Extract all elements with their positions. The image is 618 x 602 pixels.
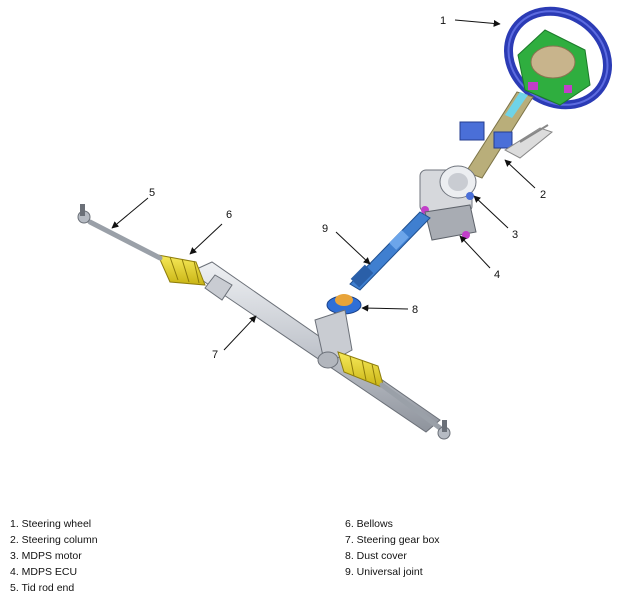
legend-item: 5. Tid rod end	[10, 582, 75, 594]
callout-number: 8	[412, 304, 418, 316]
bellows-left	[157, 254, 206, 286]
legend-item: 8. Dust cover	[345, 550, 407, 562]
legend-item: 6. Bellows	[345, 518, 393, 530]
legend-item: 7. Steering gear box	[345, 534, 440, 546]
callout-number: 9	[322, 223, 328, 235]
callout-number: 1	[440, 15, 446, 27]
callout-2: 2	[504, 159, 546, 201]
dust-cover	[326, 294, 362, 315]
legend-item: 1. Steering wheel	[10, 518, 92, 530]
callout-3: 3	[473, 195, 518, 241]
callout-8: 8	[361, 304, 418, 316]
callout-1: 1	[440, 15, 501, 27]
callout-4: 4	[459, 235, 500, 281]
legend-item: 4. MDPS ECU	[10, 566, 78, 578]
callout-number: 5	[149, 187, 155, 199]
callout-6: 6	[189, 209, 232, 255]
mdps-motor	[419, 165, 477, 214]
universal-joint	[349, 211, 431, 291]
steering-gear-box	[188, 261, 441, 433]
callout-number: 4	[494, 269, 500, 281]
steering-wheel	[503, 6, 613, 110]
steering-column	[459, 91, 554, 179]
tie-rod-left	[77, 204, 163, 261]
callout-5: 5	[111, 187, 155, 229]
callout-number: 3	[512, 229, 518, 241]
legend-item: 2. Steering column	[10, 534, 98, 546]
tie-rod-right	[379, 382, 451, 440]
callout-number: 7	[212, 349, 218, 361]
legend-item: 9. Universal joint	[345, 566, 423, 578]
callout-number: 6	[226, 209, 232, 221]
callout-7: 7	[212, 315, 257, 361]
callout-9: 9	[322, 223, 371, 265]
legend-item: 3. MDPS motor	[10, 550, 82, 562]
callout-number: 2	[540, 189, 546, 201]
steering-system-diagram: 1 2 3 4 5 6 7 8 9	[77, 6, 613, 440]
mdps-ecu	[424, 204, 477, 241]
